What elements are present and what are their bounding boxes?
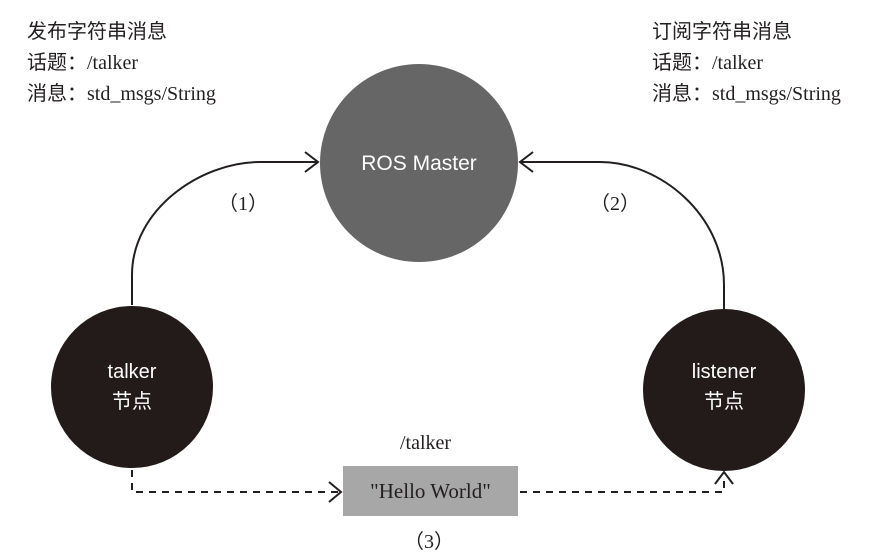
subscriber-info: 订阅字符串消息 话题：/talker 消息：std_msgs/String bbox=[652, 17, 841, 110]
message-content: "Hello World" bbox=[370, 478, 491, 503]
listener-label: listener 节点 bbox=[644, 357, 804, 417]
publish-dashed-line bbox=[131, 470, 340, 493]
register-subscriber-arrow bbox=[520, 161, 725, 310]
publisher-info: 发布字符串消息 话题：/talker 消息：std_msgs/String bbox=[27, 17, 216, 110]
talker-suffix: 节点 bbox=[112, 391, 152, 413]
register-subscriber-arrowhead bbox=[518, 151, 534, 173]
message-box: "Hello World" bbox=[343, 466, 518, 516]
talker-node bbox=[51, 306, 213, 468]
subscriber-message-type: 消息：std_msgs/String bbox=[652, 83, 841, 105]
topic-label: /talker bbox=[400, 432, 452, 454]
publisher-message-type: 消息：std_msgs/String bbox=[27, 83, 216, 105]
register-publisher-arrow bbox=[131, 161, 318, 305]
register-publisher-arrowhead bbox=[304, 151, 320, 173]
step-1-label: （1） bbox=[218, 193, 268, 215]
publisher-title: 发布字符串消息 bbox=[27, 21, 167, 43]
deliver-dashed-line bbox=[520, 476, 725, 493]
listener-suffix: 节点 bbox=[704, 391, 744, 413]
publish-arrowhead bbox=[328, 481, 343, 503]
step-3-label: （3） bbox=[404, 531, 454, 553]
ros-master-label: ROS Master bbox=[361, 152, 477, 175]
listener-node bbox=[643, 309, 805, 471]
step-2-label: （2） bbox=[590, 193, 640, 215]
listener-name: listener bbox=[691, 361, 757, 383]
publisher-topic: 话题：/talker bbox=[27, 52, 139, 74]
deliver-arrowhead bbox=[714, 470, 734, 485]
talker-label: talker 节点 bbox=[52, 357, 212, 417]
ros-master-node bbox=[320, 64, 518, 262]
subscriber-title: 订阅字符串消息 bbox=[652, 21, 792, 43]
talker-name: talker bbox=[107, 361, 157, 383]
subscriber-topic: 话题：/talker bbox=[652, 52, 764, 74]
